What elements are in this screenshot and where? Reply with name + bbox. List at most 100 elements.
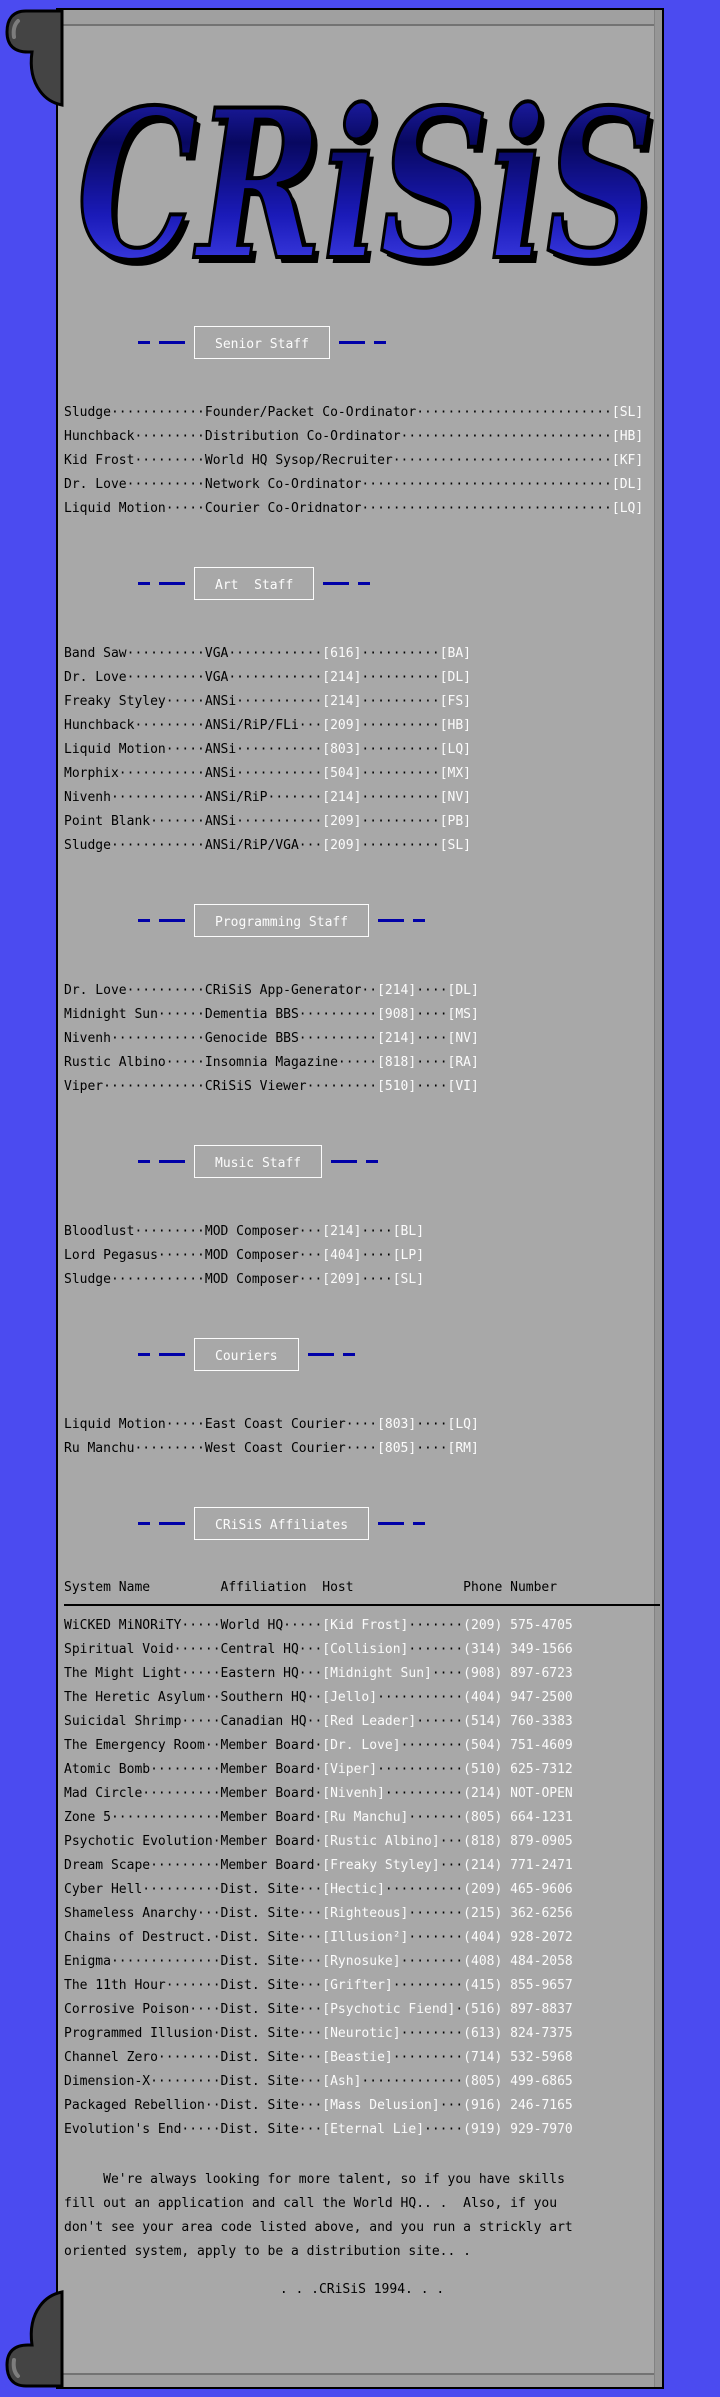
staff-row: Midnight Sun······Dementia BBS··········… bbox=[64, 1007, 479, 1022]
section-header: Programming Staff bbox=[64, 904, 662, 937]
staff-row: Bloodlust·········MOD Composer···[214]··… bbox=[64, 1224, 425, 1239]
affiliate-row: Zone 5··············Member Board·[Ru Man… bbox=[64, 1810, 573, 1825]
dash-icon bbox=[378, 1522, 405, 1525]
section-title-box: Programming Staff bbox=[194, 904, 370, 937]
dash-icon bbox=[338, 341, 365, 344]
affiliate-row: WiCKED MiNORiTY·····World HQ·····[Kid Fr… bbox=[64, 1618, 573, 1633]
affiliate-row: The Emergency Room··Member Board·[Dr. Lo… bbox=[64, 1738, 573, 1753]
affiliate-row: The 11th Hour·······Dist. Site···[Grifte… bbox=[64, 1978, 573, 1993]
affiliate-row: Shameless Anarchy···Dist. Site···[Righte… bbox=[64, 1906, 573, 1921]
logo-shadow-text: CRiSiS bbox=[82, 72, 660, 308]
staff-row: Hunchback·········Distribution Co-Ordina… bbox=[64, 429, 644, 444]
dash-icon bbox=[373, 341, 386, 344]
staff-row: Lord Pegasus······MOD Composer···[404]··… bbox=[64, 1248, 425, 1263]
section-title: Art Staff bbox=[215, 578, 294, 593]
staff-row: Sludge············ANSi/RiP/VGA···[209]··… bbox=[64, 838, 472, 853]
section-title: Couriers bbox=[215, 1349, 278, 1364]
dash-icon bbox=[378, 919, 405, 922]
section-couriers: Couriers Liquid Motion·····East Coast Co… bbox=[64, 1338, 662, 1461]
dash-icon bbox=[323, 582, 350, 585]
staff-row: Dr. Love··········Network Co-Ordinator··… bbox=[64, 477, 644, 492]
document-content: CRiSiS CRiSiS Senior Staff Sludge·······… bbox=[58, 10, 662, 2302]
staff-row: Sludge············Founder/Packet Co-Ordi… bbox=[64, 405, 644, 420]
affiliate-row: Packaged Rebellion··Dist. Site···[Mass D… bbox=[64, 2098, 573, 2113]
staff-row: Rustic Albino·····Insomnia Magazine·····… bbox=[64, 1055, 479, 1070]
staff-row: Freaky Styley·····ANSi···········[214]··… bbox=[64, 694, 472, 709]
dash-icon bbox=[138, 1160, 150, 1163]
section-title-box: Senior Staff bbox=[194, 326, 330, 359]
affiliate-row: Corrosive Poison····Dist. Site···[Psycho… bbox=[64, 2002, 573, 2017]
scroll-curl-bottom-icon bbox=[5, 2290, 64, 2388]
staff-row: Ru Manchu·········West Coast Courier····… bbox=[64, 1441, 479, 1456]
section-header: Music Staff bbox=[64, 1145, 662, 1178]
section-title: CRiSiS Affiliates bbox=[215, 1518, 349, 1533]
staff-row: Nivenh············Genocide BBS··········… bbox=[64, 1031, 479, 1046]
affiliate-row: Cyber Hell··········Dist. Site···[Hectic… bbox=[64, 1882, 573, 1897]
footer-line: oriented system, apply to be a distribut… bbox=[64, 2244, 471, 2259]
staff-list: Band Saw··········VGA············[616]··… bbox=[64, 642, 662, 858]
dash-icon bbox=[159, 1160, 185, 1163]
scroll-curl-top-icon bbox=[5, 9, 64, 107]
column-headers: System Name Affiliation Host Phone Numbe… bbox=[64, 1580, 558, 1595]
section-title: Music Staff bbox=[215, 1156, 302, 1171]
dash-icon bbox=[138, 1522, 150, 1525]
affiliate-row: Dream Scape·········Member Board·[Freaky… bbox=[64, 1858, 573, 1873]
section-programming-staff: Programming Staff Dr. Love··········CRiS… bbox=[64, 904, 662, 1099]
section-title: Senior Staff bbox=[215, 337, 309, 352]
dash-icon bbox=[159, 919, 185, 922]
staff-list: Liquid Motion·····East Coast Courier····… bbox=[64, 1413, 662, 1461]
staff-row: Liquid Motion·····East Coast Courier····… bbox=[64, 1417, 479, 1432]
affiliate-row: Dimension-X·········Dist. Site···[Ash]··… bbox=[64, 2074, 573, 2089]
section-title-box: Art Staff bbox=[194, 567, 315, 600]
dash-icon bbox=[138, 919, 150, 922]
affiliate-row: Chains of Destruct.·Dist. Site···[Illusi… bbox=[64, 1930, 573, 1945]
staff-list: Dr. Love··········CRiSiS App-Generator··… bbox=[64, 979, 662, 1099]
footer-paragraph: We're always looking for more talent, so… bbox=[64, 2168, 662, 2264]
logo-text: CRiSiS bbox=[77, 66, 655, 306]
staff-list: Bloodlust·········MOD Composer···[214]··… bbox=[64, 1220, 662, 1292]
dash-icon bbox=[138, 341, 150, 344]
header-separator bbox=[64, 1604, 660, 1606]
affiliate-row: Suicidal Shrimp·····Canadian HQ··[Red Le… bbox=[64, 1714, 573, 1729]
affiliate-row: The Might Light·····Eastern HQ···[Midnig… bbox=[64, 1666, 573, 1681]
footer-line: don't see your area code listed above, a… bbox=[64, 2220, 573, 2235]
section-header: Senior Staff bbox=[64, 326, 662, 359]
staff-row: Sludge············MOD Composer···[209]··… bbox=[64, 1272, 425, 1287]
affiliates-table: WiCKED MiNORiTY·····World HQ·····[Kid Fr… bbox=[64, 1614, 662, 2142]
staff-row: Band Saw··········VGA············[616]··… bbox=[64, 646, 472, 661]
staff-row: Liquid Motion·····ANSi···········[803]··… bbox=[64, 742, 472, 757]
dash-icon bbox=[366, 1160, 379, 1163]
dash-icon bbox=[159, 1522, 185, 1525]
staff-row: Dr. Love··········VGA············[214]··… bbox=[64, 670, 472, 685]
crisis-logo-art: CRiSiS CRiSiS bbox=[75, 64, 660, 312]
scroll-bottom-edge bbox=[58, 2373, 662, 2387]
section-art-staff: Art Staff Band Saw··········VGA·········… bbox=[64, 567, 662, 858]
dash-icon bbox=[413, 919, 426, 922]
section-senior-staff: Senior Staff Sludge············Founder/P… bbox=[64, 326, 662, 521]
affiliate-row: Evolution's End·····Dist. Site···[Eterna… bbox=[64, 2122, 573, 2137]
affiliate-row: The Heretic Asylum··Southern HQ··[Jello]… bbox=[64, 1690, 573, 1705]
section-affiliates: CRiSiS Affiliates System Name Affiliatio… bbox=[64, 1507, 662, 2142]
dash-icon bbox=[159, 341, 185, 344]
staff-row: Nivenh············ANSi/RiP·······[214]··… bbox=[64, 790, 472, 805]
scroll-background: CRiSiS CRiSiS Senior Staff Sludge·······… bbox=[56, 8, 664, 2389]
affiliate-row: Mad Circle··········Member Board·[Nivenh… bbox=[64, 1786, 573, 1801]
affiliate-row: Atomic Bomb·········Member Board·[Viper]… bbox=[64, 1762, 573, 1777]
staff-row: Viper·············CRiSiS Viewer·········… bbox=[64, 1079, 479, 1094]
staff-row: Dr. Love··········CRiSiS App-Generator··… bbox=[64, 983, 479, 998]
staff-row: Liquid Motion·····Courier Co-Oridnator··… bbox=[64, 501, 644, 516]
dash-icon bbox=[331, 1160, 358, 1163]
section-header: Art Staff bbox=[64, 567, 662, 600]
section-header: CRiSiS Affiliates bbox=[64, 1507, 662, 1540]
staff-row: Kid Frost·········World HQ Sysop/Recruit… bbox=[64, 453, 644, 468]
dash-icon bbox=[138, 582, 150, 585]
crisis-logo: CRiSiS CRiSiS bbox=[64, 50, 662, 312]
dash-icon bbox=[159, 1353, 185, 1356]
footer-line: We're always looking for more talent, so… bbox=[64, 2172, 565, 2187]
tagline: . . .CRiSiS 1994. . . bbox=[279, 2282, 445, 2297]
section-header: Couriers bbox=[64, 1338, 662, 1371]
scroll-right-shade bbox=[654, 10, 662, 2387]
dash-icon bbox=[342, 1353, 355, 1356]
affiliate-row: Spiritual Void······Central HQ···[Collis… bbox=[64, 1642, 573, 1657]
